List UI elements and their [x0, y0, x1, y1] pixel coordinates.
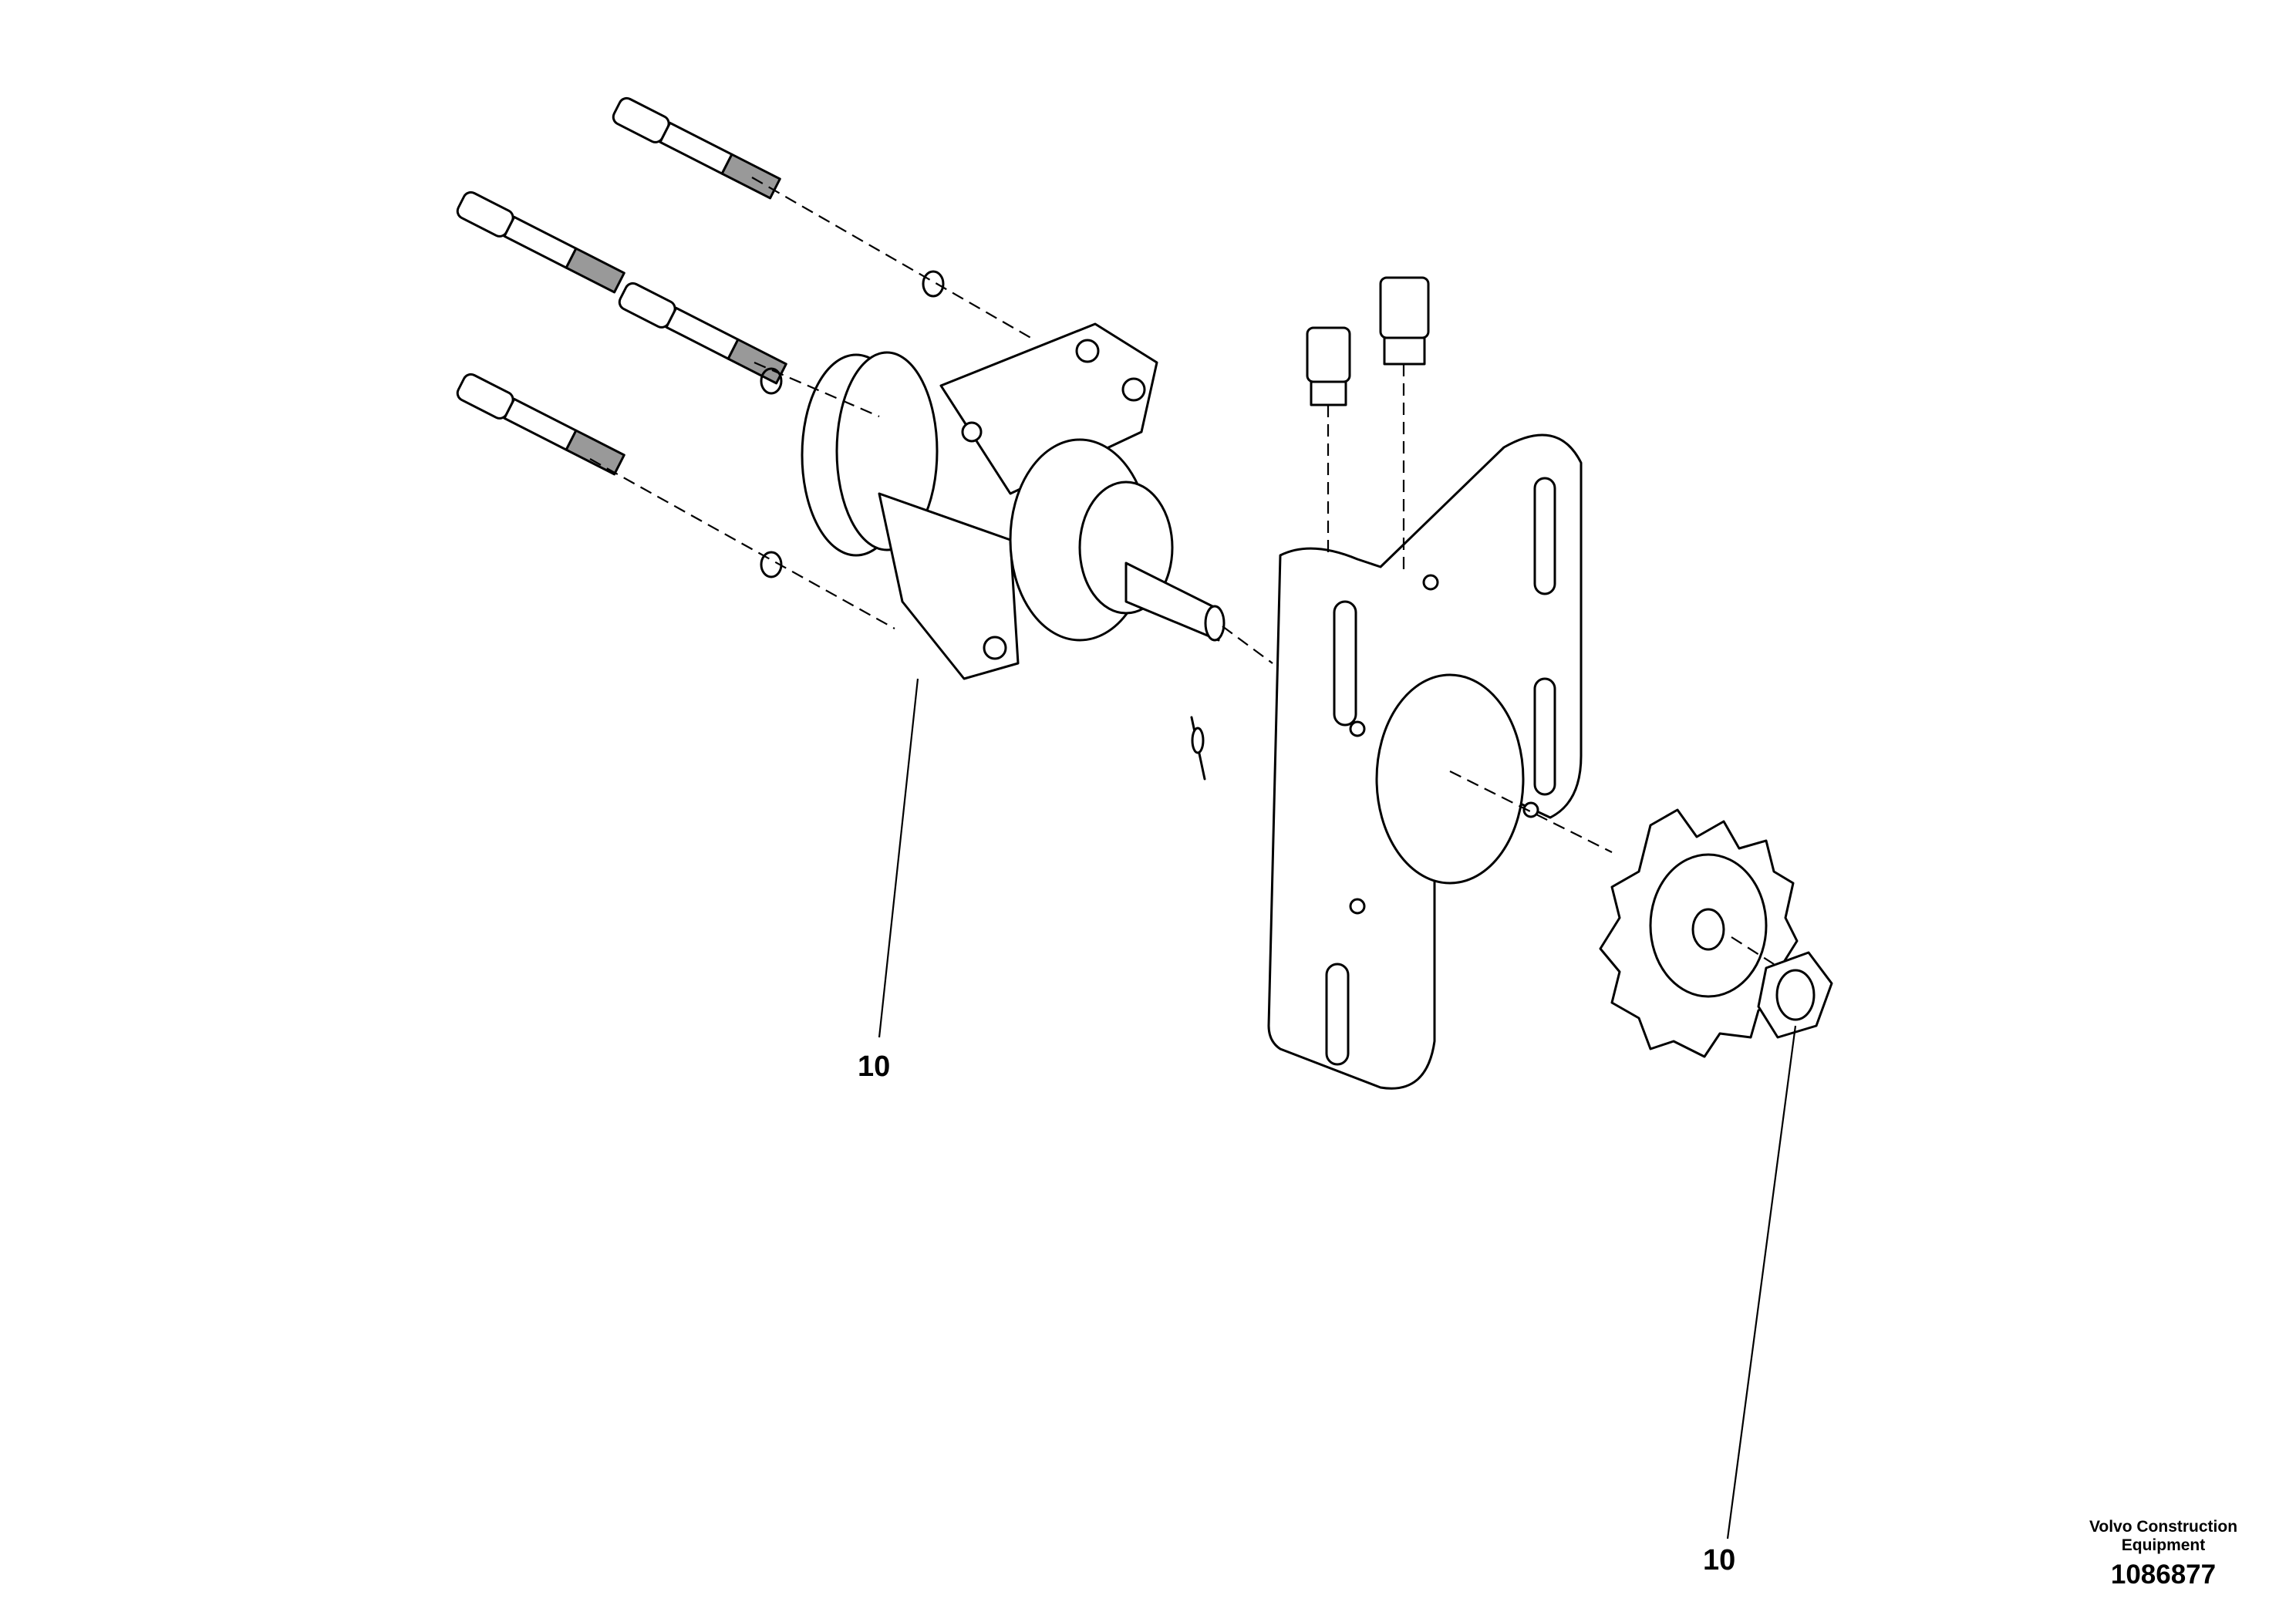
- fitting-icon: [1306, 326, 1351, 406]
- brand-line: Volvo Construction: [2089, 1518, 2238, 1536]
- part-callout: 10: [1703, 1544, 1736, 1576]
- fitting-icon: [1379, 276, 1430, 366]
- bolt-icon: [456, 373, 625, 476]
- washer-icon: [922, 270, 945, 298]
- bolt-icon: [618, 282, 787, 385]
- pin-icon: [1190, 716, 1206, 781]
- sprocket-icon: [1599, 808, 1799, 1058]
- part-callout: 10: [858, 1050, 891, 1083]
- washer-icon: [760, 367, 783, 395]
- bolt-icon: [612, 96, 781, 200]
- brand-label: Volvo Construction Equipment: [2075, 1518, 2252, 1555]
- nut-icon: [1757, 951, 1833, 1039]
- brand-line: Equipment: [2121, 1536, 2206, 1554]
- motor-icon: [801, 322, 1226, 680]
- bolt-icon: [456, 191, 625, 294]
- document-number: 1086877: [2110, 1560, 2217, 1590]
- plate-icon: [1267, 433, 1583, 1090]
